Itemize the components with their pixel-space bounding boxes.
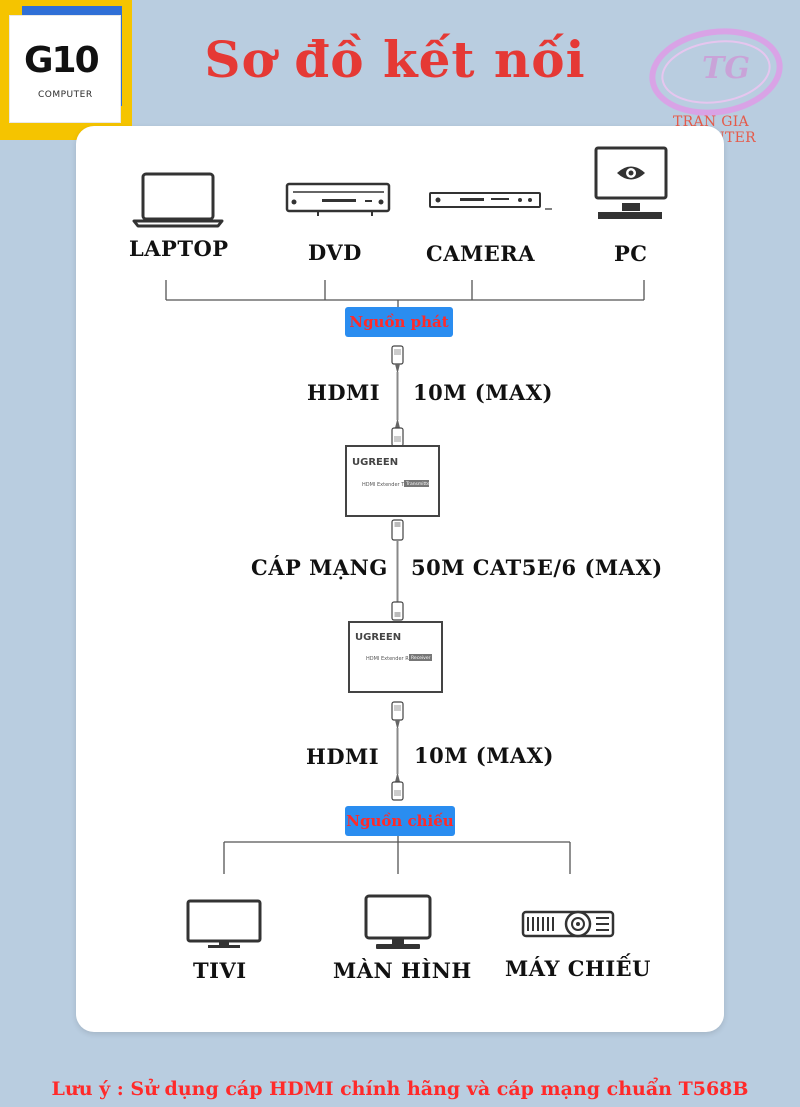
tran-gia-logo: TG <box>649 28 783 116</box>
g10-logo: G10 COMPUTER <box>0 0 132 140</box>
transmitter-tag: Transmitter <box>405 481 432 487</box>
receiver-caption: HDMI Extender RX <box>366 656 413 662</box>
network-cable <box>391 519 404 621</box>
tv-icon <box>186 899 262 948</box>
output-label-tv: TIVI <box>193 958 247 983</box>
hdmi-cable-2 <box>391 701 404 801</box>
logo-card <box>10 16 120 122</box>
transmitter-brand: UGREEN <box>352 457 398 468</box>
projector-icon <box>521 910 615 938</box>
link2-type: CÁP MẠNG <box>251 555 388 580</box>
page-title: Sơ đồ kết nối <box>204 30 586 89</box>
diagram-panel <box>76 126 724 1032</box>
usage-note: Lưu ý : Sử dụng cáp HDMI chính hãng và c… <box>51 1078 749 1100</box>
tran-gia-logo-mark: TG <box>702 51 750 86</box>
link1-type: HDMI <box>307 380 381 405</box>
source-label-laptop: LAPTOP <box>129 236 229 261</box>
link2-length: 50M CAT5E/6 (MAX) <box>411 555 663 580</box>
output-badge: Nguồn chiếu <box>345 806 455 836</box>
link3-length: 10M (MAX) <box>414 743 554 768</box>
laptop-icon <box>132 172 224 228</box>
source-label-camera: CAMERA <box>426 241 536 266</box>
camera-recorder-icon <box>429 192 552 210</box>
receiver-device: UGREEN HDMI Extender RX Receiver <box>348 621 443 693</box>
pc-monitor-icon <box>594 146 668 219</box>
transmitter-caption: HDMI Extender TX <box>362 482 408 488</box>
source-badge: Nguồn phát <box>345 307 453 337</box>
source-bracket <box>165 280 645 308</box>
output-label-monitor: MÀN HÌNH <box>333 958 472 983</box>
transmitter-device: UGREEN HDMI Extender TX Transmitter <box>345 445 440 517</box>
monitor-icon <box>364 894 432 949</box>
receiver-tag: Receiver <box>411 655 431 661</box>
g10-logo-mark: G10 <box>24 40 100 81</box>
link3-type: HDMI <box>306 744 380 769</box>
receiver-brand: UGREEN <box>355 632 401 643</box>
source-label-pc: PC <box>614 241 648 266</box>
g10-logo-sub: COMPUTER <box>38 90 93 100</box>
link1-length: 10M (MAX) <box>413 380 553 405</box>
hdmi-cable-1 <box>391 345 404 447</box>
dvd-player-icon <box>285 182 391 216</box>
output-label-projector: MÁY CHIẾU <box>505 956 651 981</box>
output-bracket <box>223 834 571 874</box>
source-label-dvd: DVD <box>308 240 362 265</box>
